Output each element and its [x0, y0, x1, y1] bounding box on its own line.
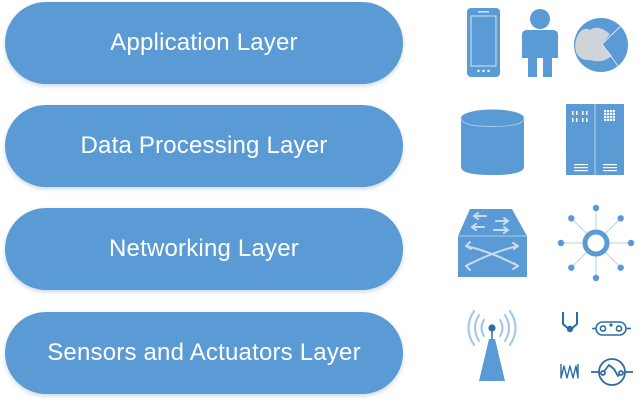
application-layer: Application Layer — [5, 2, 403, 84]
antenna-tower-icon — [467, 309, 517, 381]
disc-app-icon — [574, 18, 628, 72]
server-rack-icon — [566, 104, 624, 175]
database-icon — [460, 109, 525, 175]
networking-layer-label: Networking Layer — [109, 235, 299, 262]
smartphone-icon — [467, 8, 500, 77]
data-processing-layer-label: Data Processing Layer — [80, 132, 328, 159]
sensors-actuators-layer-label: Sensors and Actuators Layer — [47, 339, 361, 366]
ac-motor-icon — [591, 358, 633, 386]
data-processing-layer: Data Processing Layer — [5, 105, 403, 187]
person-icon — [522, 9, 558, 77]
heater-coil-icon — [560, 364, 579, 379]
network-switch-icon — [458, 209, 527, 277]
gripper-actuator-icon — [562, 312, 578, 333]
sensors-actuators-layer: Sensors and Actuators Layer — [5, 312, 403, 394]
conveyor-icon — [592, 321, 631, 336]
networking-layer: Networking Layer — [5, 208, 403, 290]
application-layer-label: Application Layer — [110, 29, 298, 56]
network-hub-icon — [557, 204, 635, 282]
